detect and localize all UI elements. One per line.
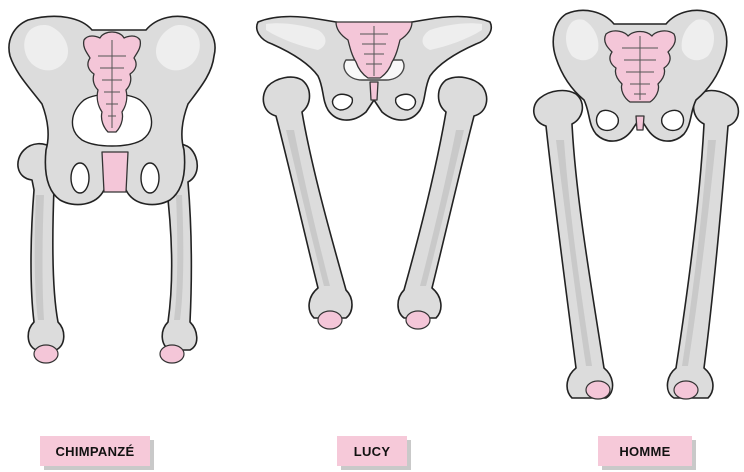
lucy-pubic-symphysis: [370, 82, 378, 100]
human-left-femur-cap: [586, 381, 610, 399]
lucy-left-femur-cap: [318, 311, 342, 329]
label-chimpanzee: CHIMPANZÉ: [40, 436, 150, 466]
human-left-obturator: [597, 110, 619, 130]
lucy-right-femur-cap: [406, 311, 430, 329]
label-homme: HOMME: [598, 436, 692, 466]
human-right-obturator: [662, 110, 684, 130]
chimpanzee-right-femur-cap: [160, 345, 184, 363]
human-skeleton: [534, 10, 739, 399]
chimpanzee-left-femur-cap: [34, 345, 58, 363]
chimpanzee-pubic-symphysis: [102, 152, 128, 192]
chimpanzee-right-obturator: [141, 163, 159, 193]
human-pubic-symphysis: [636, 116, 644, 130]
chimpanzee-skeleton: [9, 16, 215, 363]
lucy-skeleton: [257, 17, 491, 330]
human-right-femur-cap: [674, 381, 698, 399]
chimpanzee-left-obturator: [71, 163, 89, 193]
label-lucy: LUCY: [337, 436, 407, 466]
